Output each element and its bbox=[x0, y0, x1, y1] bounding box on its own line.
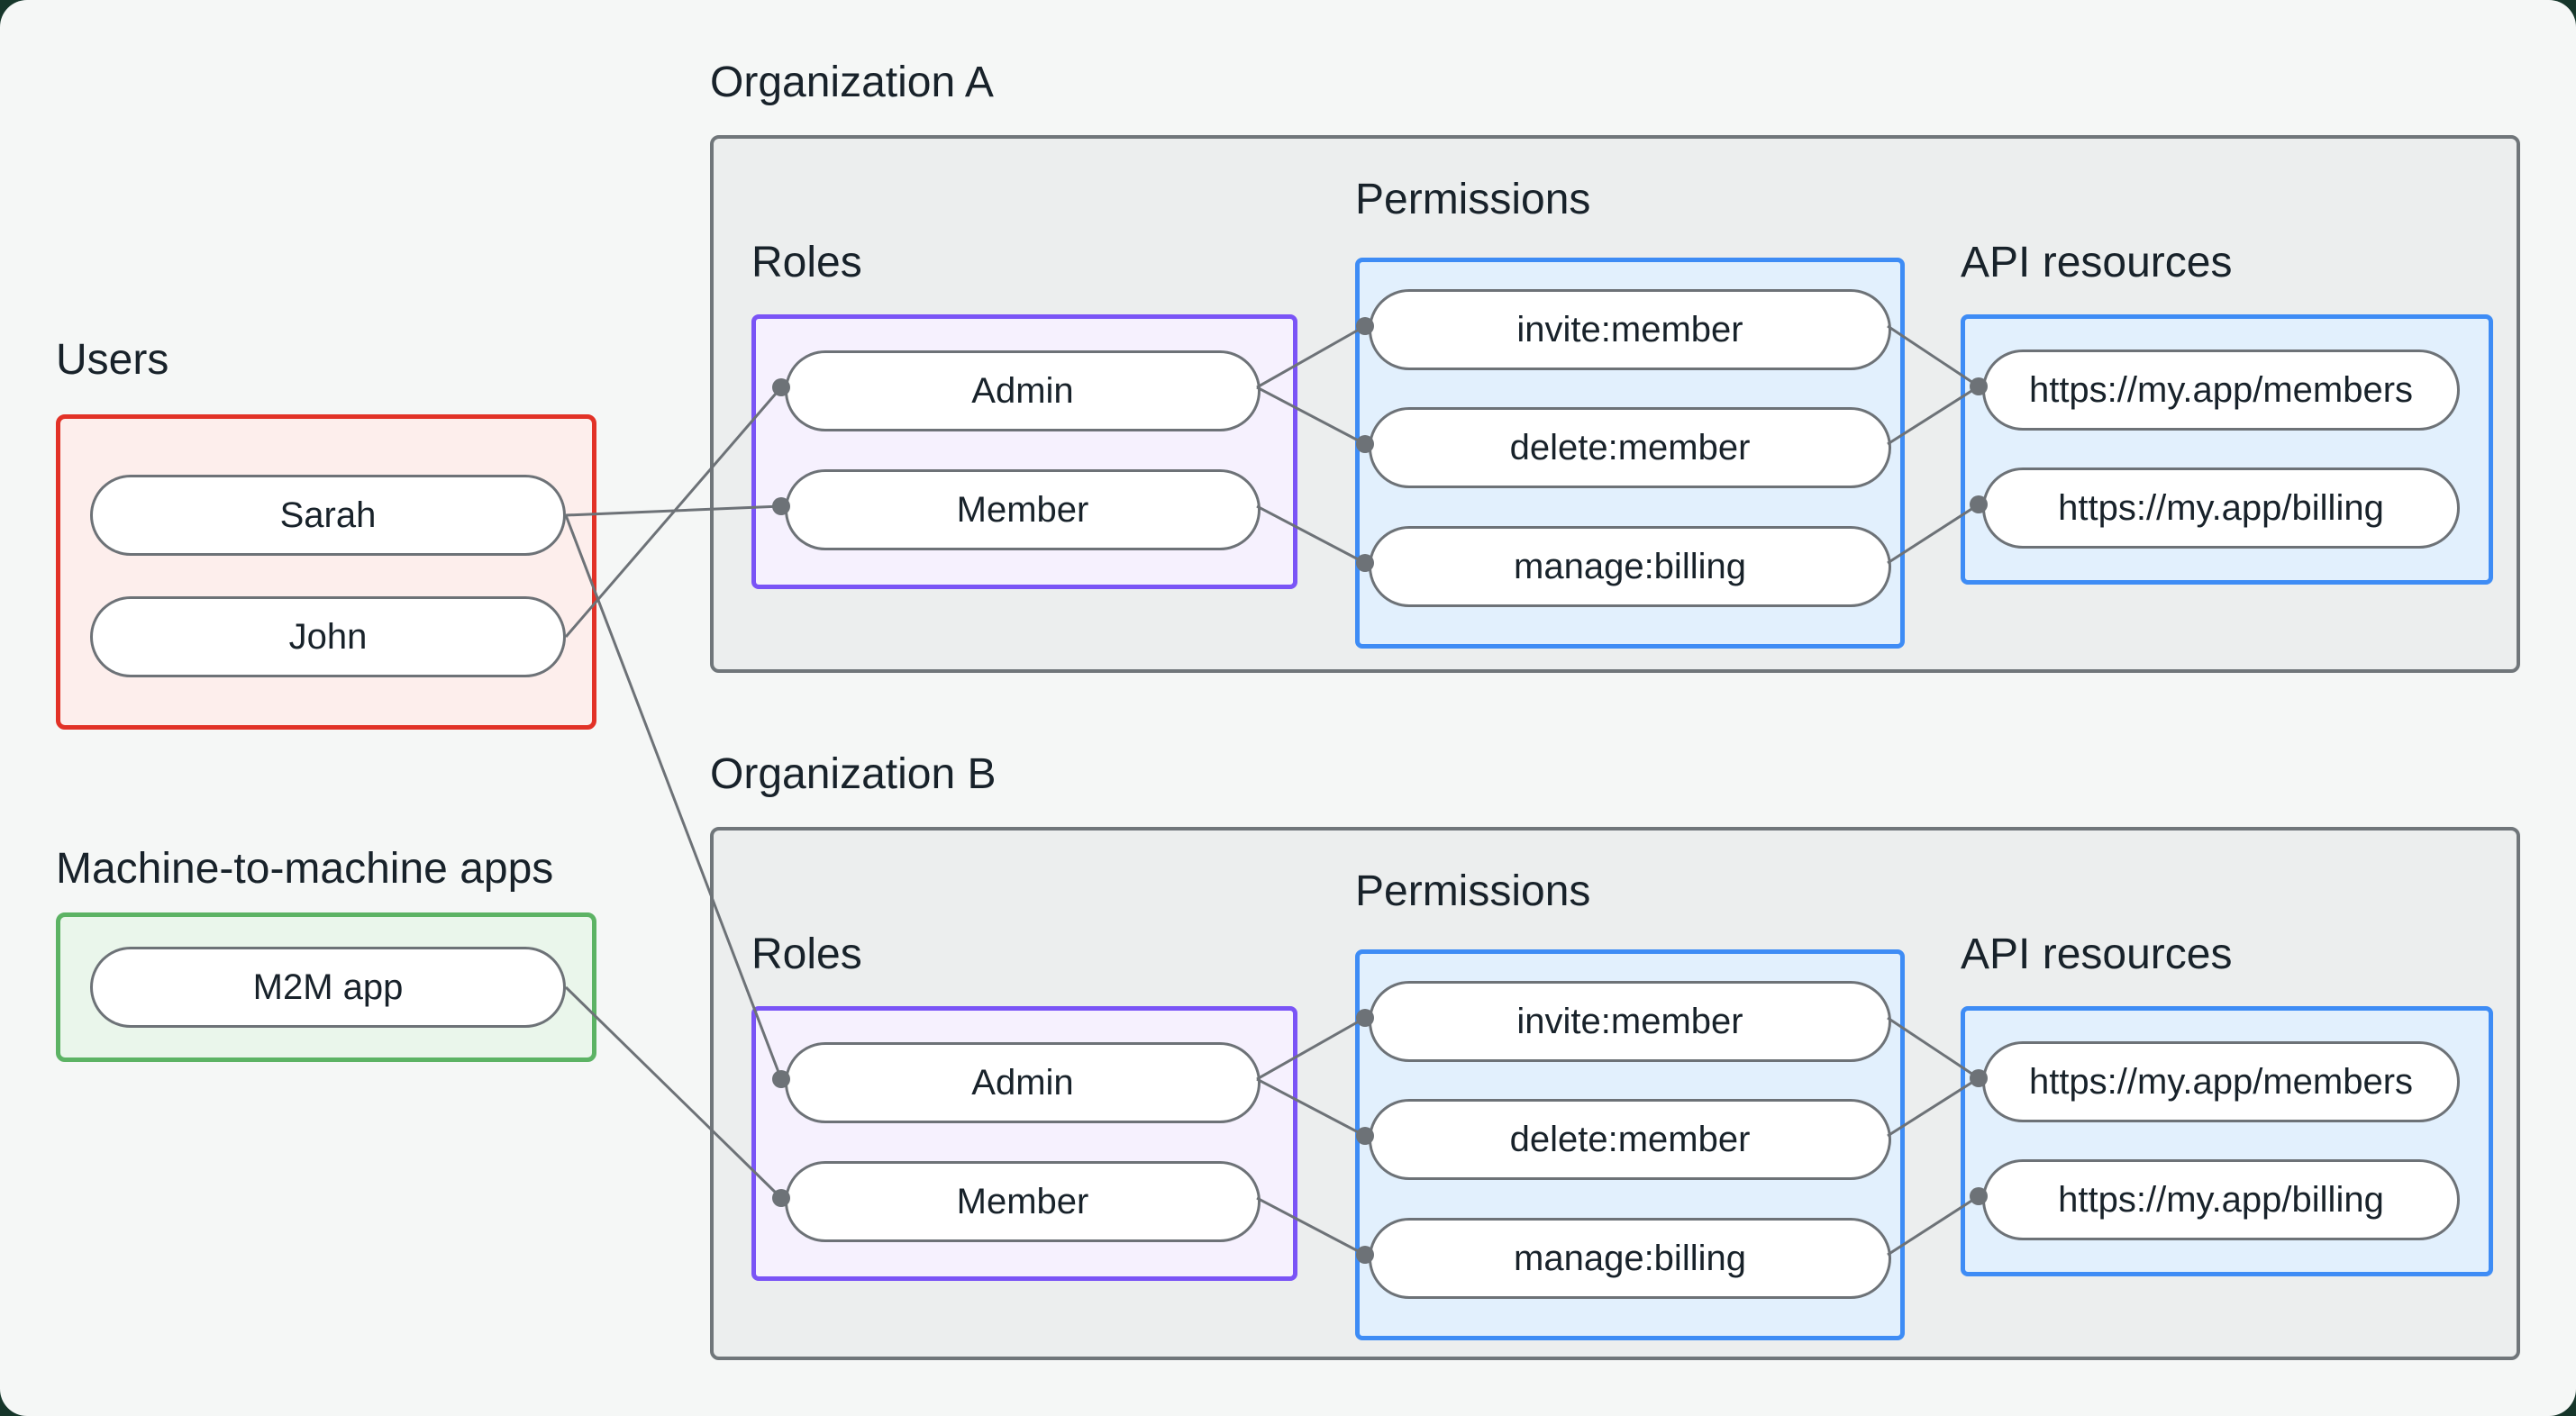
org-a-title: Organization A bbox=[710, 59, 994, 106]
org-a-roles-box: Admin Member bbox=[751, 314, 1297, 589]
org-a-role-member: Member bbox=[785, 469, 1261, 550]
org-b-roles-label: Roles bbox=[751, 930, 862, 978]
org-b-permission-delete-label: delete:member bbox=[1509, 1119, 1751, 1159]
org-b-api-members: https://my.app/members bbox=[1982, 1041, 2460, 1122]
org-a-permission-manage-label: manage:billing bbox=[1514, 546, 1746, 586]
org-a-container: Roles Permissions API resources Admin Me… bbox=[710, 135, 2520, 673]
m2m-node-app: M2M app bbox=[90, 947, 566, 1028]
org-a-api-members-label: https://my.app/members bbox=[2028, 369, 2414, 410]
org-b-api-box: https://my.app/members https://my.app/bi… bbox=[1961, 1006, 2493, 1276]
org-b-role-admin-label: Admin bbox=[971, 1062, 1074, 1103]
org-b-api-billing-label: https://my.app/billing bbox=[2058, 1179, 2384, 1220]
org-b-container: Roles Permissions API resources Admin Me… bbox=[710, 827, 2520, 1360]
org-b-permission-manage-label: manage:billing bbox=[1514, 1238, 1746, 1278]
org-a-permissions-label: Permissions bbox=[1355, 176, 1591, 223]
org-b-permissions-box: invite:member delete:member manage:billi… bbox=[1355, 949, 1905, 1340]
org-a-role-admin-label: Admin bbox=[971, 370, 1074, 411]
org-a-roles-label: Roles bbox=[751, 239, 862, 286]
users-group-box: Sarah John bbox=[56, 414, 596, 730]
org-a-permissions-box: invite:member delete:member manage:billi… bbox=[1355, 258, 1905, 649]
user-node-john-label: John bbox=[288, 616, 368, 657]
user-node-sarah-label: Sarah bbox=[279, 495, 377, 535]
m2m-node-app-label: M2M app bbox=[252, 967, 404, 1007]
user-node-john: John bbox=[90, 596, 566, 677]
m2m-group-box: M2M app bbox=[56, 912, 596, 1062]
org-a-permission-manage: manage:billing bbox=[1369, 526, 1891, 607]
org-a-permission-delete-label: delete:member bbox=[1509, 427, 1751, 467]
org-b-roles-box: Admin Member bbox=[751, 1006, 1297, 1281]
org-b-role-member-label: Member bbox=[956, 1181, 1089, 1221]
org-b-permission-delete: delete:member bbox=[1369, 1099, 1891, 1180]
m2m-section-title: Machine-to-machine apps bbox=[56, 845, 554, 893]
org-b-permissions-label: Permissions bbox=[1355, 867, 1591, 915]
org-b-role-member: Member bbox=[785, 1161, 1261, 1242]
org-a-api-billing: https://my.app/billing bbox=[1982, 467, 2460, 549]
user-node-sarah: Sarah bbox=[90, 475, 566, 556]
org-b-title: Organization B bbox=[710, 750, 997, 798]
org-a-permission-invite: invite:member bbox=[1369, 289, 1891, 370]
org-a-role-admin: Admin bbox=[785, 350, 1261, 431]
org-a-api-box: https://my.app/members https://my.app/bi… bbox=[1961, 314, 2493, 585]
org-b-permission-invite-label: invite:member bbox=[1516, 1001, 1743, 1041]
org-b-permission-manage: manage:billing bbox=[1369, 1218, 1891, 1299]
org-b-api-members-label: https://my.app/members bbox=[2028, 1061, 2414, 1102]
org-b-permission-invite: invite:member bbox=[1369, 981, 1891, 1062]
org-b-api-resources-label: API resources bbox=[1961, 930, 2233, 978]
org-a-permission-delete: delete:member bbox=[1369, 407, 1891, 488]
org-a-api-resources-label: API resources bbox=[1961, 239, 2233, 286]
org-a-role-member-label: Member bbox=[956, 489, 1089, 530]
org-b-api-billing: https://my.app/billing bbox=[1982, 1159, 2460, 1240]
org-a-permission-invite-label: invite:member bbox=[1516, 309, 1743, 349]
org-a-api-members: https://my.app/members bbox=[1982, 349, 2460, 431]
org-a-api-billing-label: https://my.app/billing bbox=[2058, 487, 2384, 528]
org-b-role-admin: Admin bbox=[785, 1042, 1261, 1123]
users-section-title: Users bbox=[56, 336, 169, 384]
